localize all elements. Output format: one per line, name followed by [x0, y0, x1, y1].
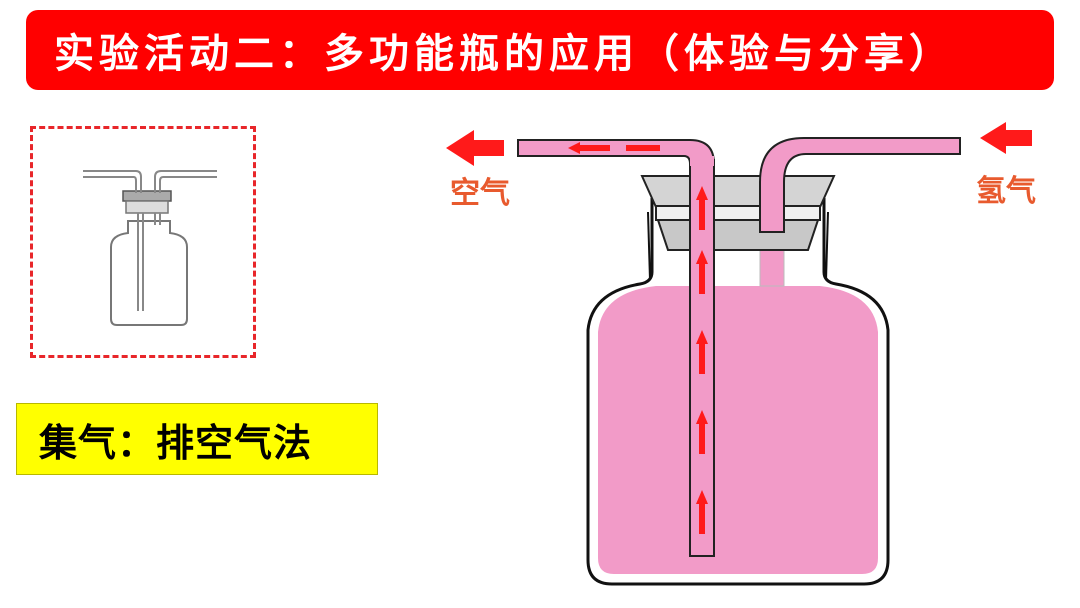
- bottle-outline: [586, 198, 890, 586]
- title-banner: 实验活动二：多功能瓶的应用（体验与分享）: [26, 10, 1054, 90]
- outlet-tube: [517, 139, 716, 165]
- outlet-gas-label: 空气: [450, 176, 510, 211]
- inlet-gas-label: 氢气: [976, 174, 1036, 209]
- stopper-band: [655, 205, 821, 221]
- inlet-tube: [759, 137, 961, 233]
- rubber-stopper-bottom: [656, 219, 820, 251]
- thumbnail-frame: [30, 126, 256, 358]
- slide-title: 实验活动二：多功能瓶的应用（体验与分享）: [54, 30, 954, 77]
- inlet-arrow-icon: [980, 122, 1032, 154]
- collection-method-box: 集气：排空气法: [16, 403, 378, 475]
- hydrogen-fill: [598, 286, 878, 574]
- outlet-arrow-icon: [446, 130, 504, 166]
- collection-method-label: 集气：排空气法: [39, 420, 313, 465]
- upward-flow-arrows: [696, 186, 708, 534]
- gas-bottle-thumbnail-icon: [83, 170, 217, 326]
- leftward-flow-arrow: [568, 142, 660, 154]
